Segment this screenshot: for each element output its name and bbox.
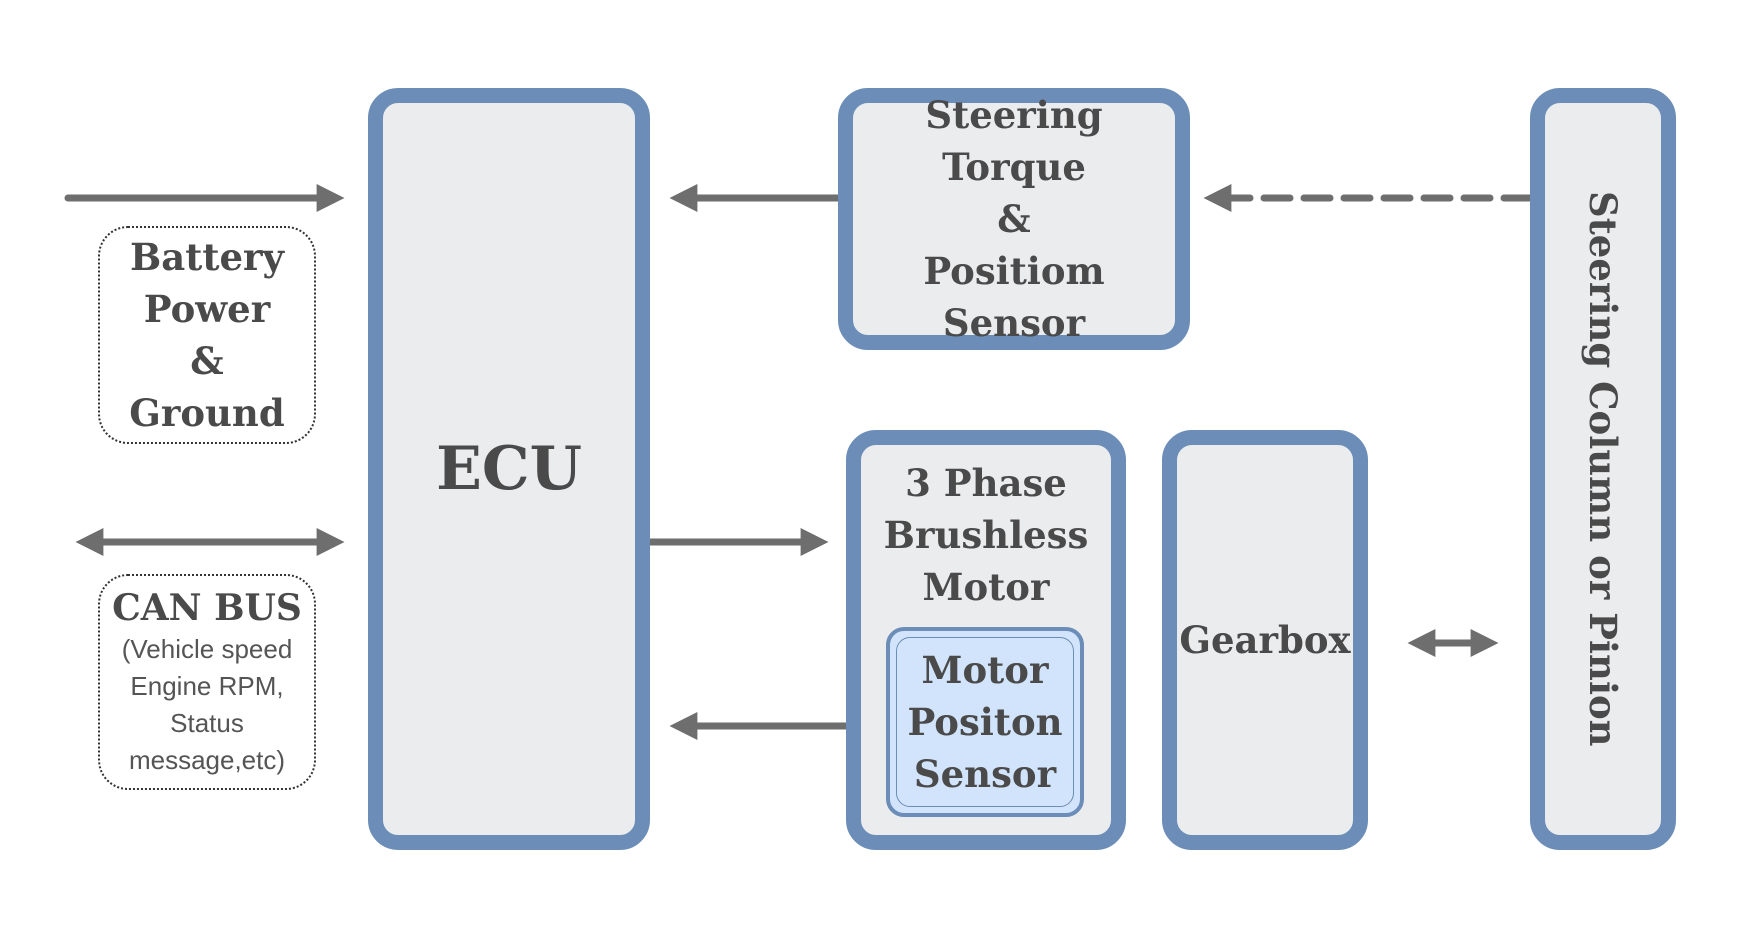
torque-line-2: & (997, 197, 1031, 241)
can-bus-note: CAN BUS (Vehicle speed Engine RPM, Statu… (98, 574, 316, 790)
motor-line-3: Motor (922, 565, 1050, 609)
battery-line-1: Battery (130, 235, 284, 279)
motor-position-sensor: Motor Positon Sensor (886, 627, 1084, 817)
torque-line-3: Positiom Sensor (923, 249, 1105, 345)
ecu-label: ECU (436, 434, 582, 504)
ecu-block: ECU (368, 88, 650, 850)
steering-column-block: Steering Column or Pinion (1530, 88, 1676, 850)
motor-line-1: 3 Phase (905, 461, 1067, 505)
motor-line-2: Brushless (883, 513, 1089, 557)
steering-column-label: Steering Column or Pinion (1581, 191, 1625, 747)
battery-line-3: & (190, 339, 224, 383)
gearbox-label: Gearbox (1179, 618, 1351, 662)
can-bus-detail-4: message,etc) (128, 745, 286, 775)
can-bus-detail-2: Engine RPM, (130, 671, 284, 701)
can-bus-detail-3: Status (170, 708, 244, 738)
can-bus-title: CAN BUS (112, 587, 302, 629)
torque-line-1: Steering Torque (925, 93, 1103, 189)
gearbox-block: Gearbox (1162, 430, 1368, 850)
motor-sensor-line-3: Sensor (913, 752, 1057, 796)
torque-sensor-block: Steering Torque & Positiom Sensor (838, 88, 1190, 350)
battery-power-note: Battery Power & Ground (98, 226, 316, 444)
motor-block: 3 Phase Brushless Motor Motor Positon Se… (846, 430, 1126, 850)
can-bus-detail-1: (Vehicle speed (121, 634, 293, 664)
battery-line-4: Ground (129, 391, 285, 435)
battery-line-2: Power (143, 287, 271, 331)
motor-sensor-line-2: Positon (907, 700, 1063, 744)
motor-sensor-line-1: Motor (921, 648, 1049, 692)
